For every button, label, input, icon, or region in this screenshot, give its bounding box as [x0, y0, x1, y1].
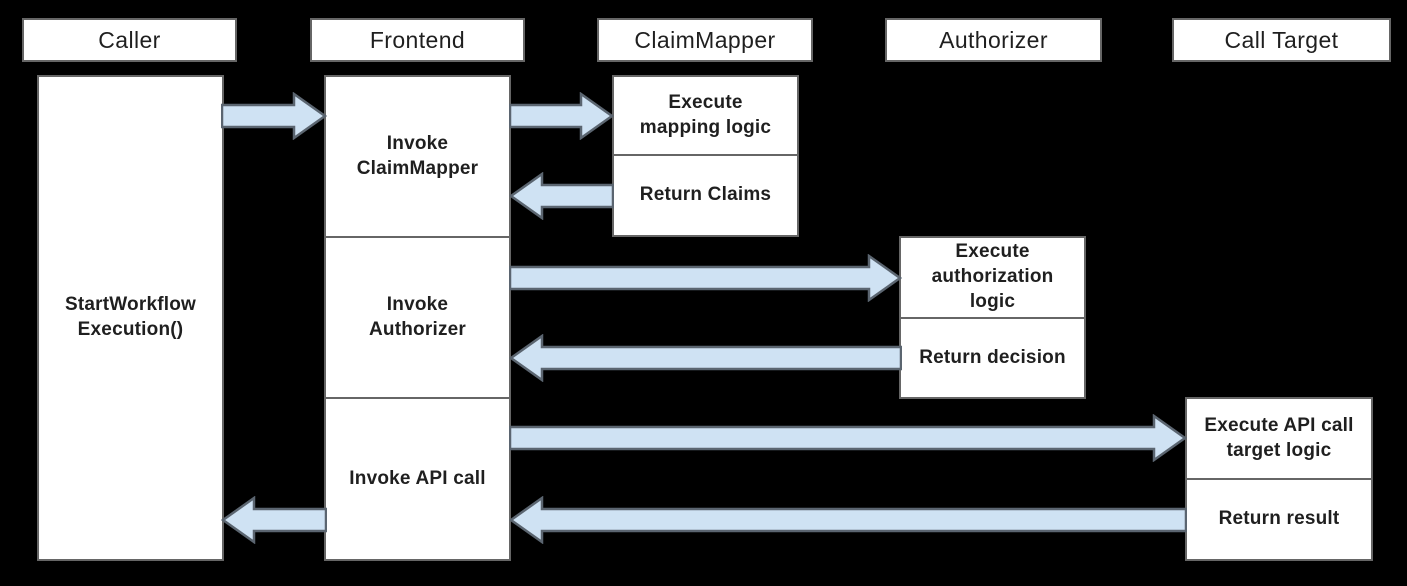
authorizer-execute-authorization-logic-box: Execute authorization logic — [899, 236, 1086, 319]
arrow-frontend-to-caller — [221, 496, 327, 544]
arrow-frontend-to-claimmapper — [509, 92, 614, 140]
claimmapper-return-claims-box: Return Claims — [612, 154, 799, 237]
calltarget-execute-api-call-target-logic-box: Execute API call target logic — [1185, 397, 1373, 480]
arrow-calltarget-to-frontend — [509, 496, 1187, 544]
calltarget-return-result-box: Return result — [1185, 478, 1373, 561]
actor-header-claimmapper: ClaimMapper — [597, 18, 813, 62]
frontend-invoke-claimmapper-box: Invoke ClaimMapper — [324, 75, 511, 238]
actor-header-caller: Caller — [22, 18, 237, 62]
arrow-authorizer-to-frontend — [509, 334, 902, 382]
arrow-claimmapper-to-frontend — [509, 172, 614, 220]
arrow-caller-to-frontend — [221, 92, 327, 140]
caller-startworkflowexecution-box: StartWorkflow Execution() — [37, 75, 224, 561]
arrow-frontend-to-authorizer — [509, 254, 902, 302]
actor-header-authorizer: Authorizer — [885, 18, 1102, 62]
actor-header-frontend: Frontend — [310, 18, 525, 62]
arrow-frontend-to-calltarget — [509, 414, 1187, 462]
claimmapper-execute-mapping-logic-box: Execute mapping logic — [612, 75, 799, 156]
authorizer-return-decision-box: Return decision — [899, 317, 1086, 399]
actor-header-calltarget: Call Target — [1172, 18, 1391, 62]
frontend-invoke-authorizer-box: Invoke Authorizer — [324, 236, 511, 399]
frontend-invoke-api-call-box: Invoke API call — [324, 397, 511, 561]
